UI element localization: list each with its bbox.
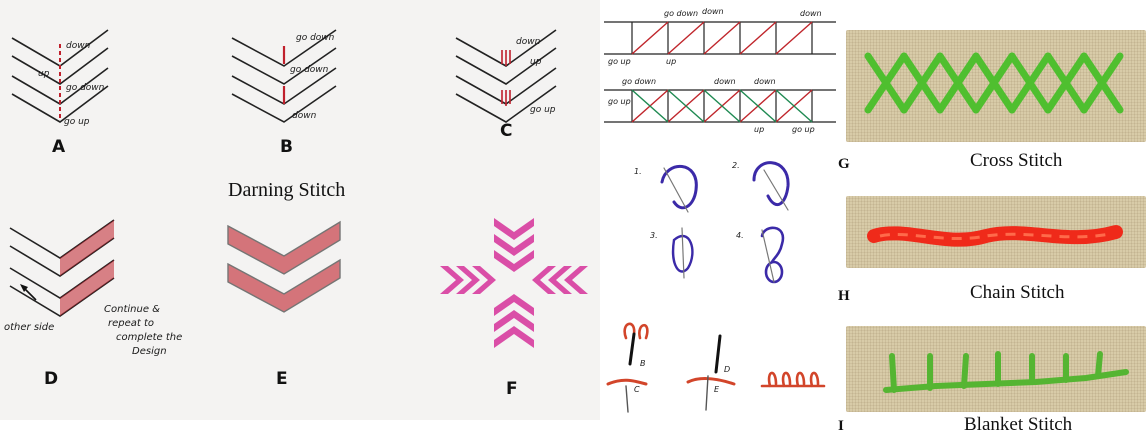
cross-side-label-1: go up [608,57,631,66]
step-d-note-1: other side [4,322,54,333]
step-d-letter: D [44,369,58,389]
instruction-line-1: Continue & [104,304,160,315]
blanket-stitch-label: Blanket Stitch [964,414,1073,435]
cross-stitch-label: Cross Stitch [970,150,1063,171]
instruction-line-4: Design [132,346,167,357]
step-c-note-3: go up [530,105,556,115]
photo-h-letter: H [838,288,850,304]
step-c-letter: C [500,121,512,141]
blanket-label-d: D [724,365,730,374]
cross-stitch-diagram-2 [604,89,836,123]
step-e-illustration [227,220,341,313]
step-c-illustration [455,29,557,123]
cross-top-label-3: down [800,9,822,18]
step-c-note-2: up [530,57,542,67]
stitch-diagrams-panel: go down down down go up up [604,0,836,436]
step-a-illustration [11,29,109,123]
chain-stitch-photo [846,196,1146,268]
chain-step-3: 3. [650,231,658,240]
chain-stitch-label: Chain Stitch [970,282,1065,303]
step-d-illustration [9,219,115,317]
step-b-note-1: go down [296,33,335,43]
step-a-letter: A [52,137,66,157]
cross-side-label-2: go up [608,97,631,106]
step-b-note-3: down [292,111,317,121]
darning-title: Darning Stitch [228,179,345,201]
stitch-photos-panel: G Cross Stitch H Chain Stitch I Blanket … [838,0,1146,436]
cross-bottom-label-3: go up [792,125,815,134]
blanket-label-b: B [640,359,646,368]
instruction-line-2: repeat to [108,318,154,329]
step-a-note-4: go up [64,117,90,127]
instruction-line-3: complete the [116,332,182,343]
step-e-letter: E [276,369,288,389]
step-b-note-2: go down [290,65,329,75]
photo-g-letter: G [838,156,850,172]
darning-drawing: down go down up go up A go down go down … [4,29,588,399]
darning-stitch-panel: down go down up go up A go down go down … [0,0,600,420]
chain-stitch-sample [867,225,1123,247]
step-f-letter: F [506,379,518,399]
cross-top-label-1: go down [664,9,698,18]
step-b-letter: B [280,137,293,157]
cross-mid-label-3: down [754,77,776,86]
step-c-note-1: down [516,37,541,47]
chain-step-4: 4. [736,231,744,240]
cross-bottom-label-1: up [666,57,676,66]
cross-stitch-diagram-1 [604,21,836,55]
step-a-note-2: go down [66,83,105,93]
cross-stitch-photo [846,30,1146,142]
cross-bottom-label-2: up [754,125,764,134]
blanket-stitch-photo [846,326,1146,412]
blanket-stitch-sample [883,351,1129,393]
blanket-label-c: C [634,385,640,394]
chain-stitch-diagrams [660,161,790,284]
chain-step-1: 1. [634,167,642,176]
step-a-note-1: down [66,41,91,51]
cross-mid-label-2: down [714,77,736,86]
chain-step-2: 2. [732,161,740,170]
diagram-drawing: go down down down go up up [604,7,836,413]
photo-i-letter: I [838,418,844,434]
cross-stitch-sample [864,52,1124,114]
step-a-note-3: up [38,69,50,79]
cross-top-label-2: down [702,7,724,16]
blanket-label-e: E [714,385,720,394]
step-f-design [440,218,588,348]
step-b-illustration [231,29,337,123]
cross-mid-label-1: go down [622,77,656,86]
blanket-stitch-diagrams [606,322,826,413]
